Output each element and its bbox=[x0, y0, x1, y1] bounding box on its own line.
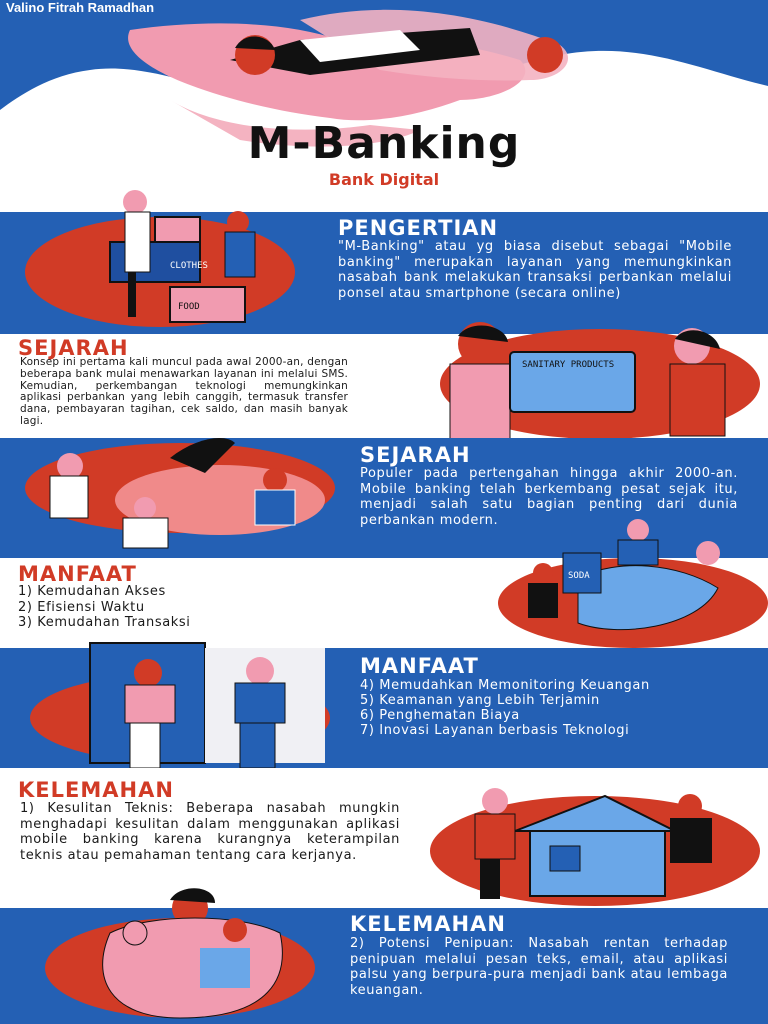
sejarah-2-body: Populer pada pertengahan hingga akhir 20… bbox=[360, 466, 738, 528]
list-item: 7) Inovasi Layanan berbasis Teknologi bbox=[360, 723, 630, 738]
list-item: 2) Efisiensi Waktu bbox=[18, 599, 145, 615]
house-illustration bbox=[430, 788, 760, 906]
sejarah-1-body: Konsep ini pertama kali muncul pada awal… bbox=[20, 356, 348, 427]
section-sejarah-1: SEJARAH Konsep ini pertama kali muncul p… bbox=[0, 322, 768, 440]
section-manfaat-2: MANFAAT 4) Memudahkan Memonitoring Keuan… bbox=[0, 642, 768, 769]
heading-sejarah-1: SEJARAH bbox=[18, 336, 129, 360]
list-item: 5) Keamanan yang Lebih Terjamin bbox=[360, 693, 600, 708]
list-item: 1) Kemudahan Akses bbox=[18, 584, 166, 599]
box-sanitary-label: SANITARY PRODUCTS bbox=[522, 360, 614, 370]
giving-soda-illustration: SODA bbox=[498, 519, 768, 648]
kelemahan-1-body: 1) Kesulitan Teknis: Beberapa nasabah mu… bbox=[20, 801, 400, 863]
manfaat-2-list: 4) Memudahkan Memonitoring Keuangan 5) K… bbox=[360, 678, 730, 738]
family-hug-illustration bbox=[45, 888, 315, 1019]
handshake-door-illustration bbox=[30, 642, 330, 769]
kelemahan-2-body: 2) Potensi Penipuan: Nasabah rentan terh… bbox=[350, 936, 728, 998]
manfaat-1-list: 1) Kemudahan Akses 2) Efisiensi Waktu 3)… bbox=[18, 584, 190, 631]
heading-pengertian: PENGERTIAN bbox=[338, 216, 499, 240]
box-food-label: FOOD bbox=[178, 302, 200, 312]
author-name: Valino Fitrah Ramadhan bbox=[6, 0, 155, 15]
section-sejarah-2: SEJARAH Populer pada pertengahan hingga … bbox=[0, 438, 768, 558]
header-wave-background bbox=[0, 0, 768, 147]
box-clothes-label: CLOTHES bbox=[170, 261, 208, 271]
donation-boxes-illustration: CLOTHES FOOD bbox=[25, 190, 295, 327]
section-manfaat-1: MANFAAT 1) Kemudahan Akses 2) Efisiensi … bbox=[0, 519, 768, 648]
hands-illustration bbox=[128, 9, 569, 147]
heading-manfaat-2: MANFAAT bbox=[360, 654, 479, 678]
list-item: 3) Kemudahan Transaksi bbox=[18, 615, 191, 630]
heading-manfaat-1: MANFAAT bbox=[18, 562, 137, 586]
sanitary-products-illustration: SANITARY PRODUCTS bbox=[440, 322, 760, 440]
list-item: 4) Memudahkan Memonitoring Keuangan bbox=[360, 678, 650, 693]
heading-kelemahan-2: KELEMAHAN bbox=[350, 912, 506, 936]
heading-sejarah-2: SEJARAH bbox=[360, 443, 471, 467]
page-subtitle: Bank Digital bbox=[328, 170, 440, 189]
community-circle-illustration bbox=[25, 438, 335, 549]
pengertian-body: "M-Banking" atau yg biasa disebut sebaga… bbox=[338, 239, 732, 301]
page-title: M-Banking bbox=[247, 118, 521, 169]
list-item: 6) Penghematan Biaya bbox=[360, 708, 520, 723]
section-kelemahan-1: KELEMAHAN 1) Kesulitan Teknis: Beberapa … bbox=[0, 768, 768, 908]
box-soda-label: SODA bbox=[568, 571, 590, 581]
section-pengertian: CLOTHES FOOD PENGERTIAN "M-Banking" atau… bbox=[0, 190, 768, 334]
section-kelemahan-2: KELEMAHAN 2) Potensi Penipuan: Nasabah r… bbox=[0, 888, 768, 1024]
header: Valino Fitrah Ramadhan M-Banking Bank Di… bbox=[0, 0, 768, 212]
heading-kelemahan-1: KELEMAHAN bbox=[18, 778, 174, 802]
